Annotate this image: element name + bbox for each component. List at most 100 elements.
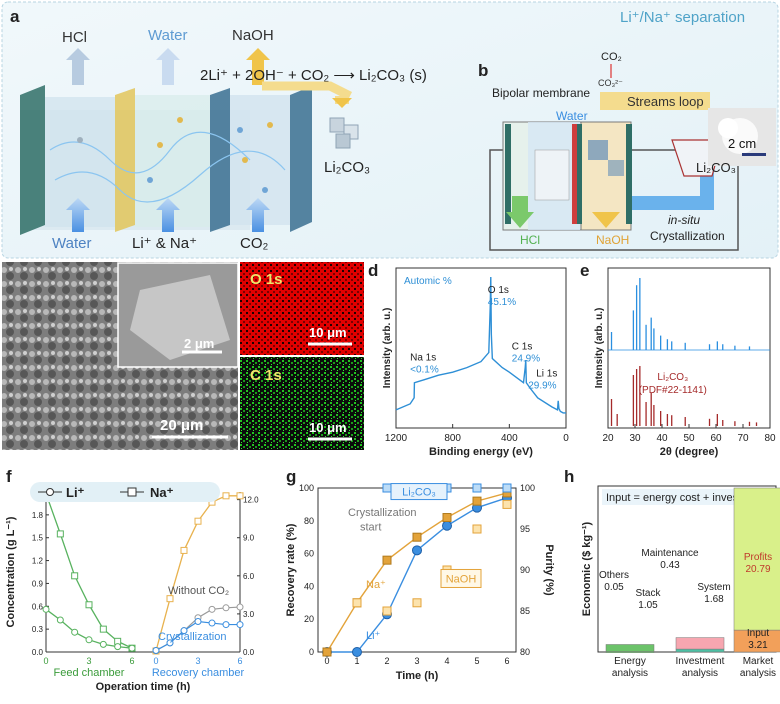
- label-li-na-bottom: Li⁺ & Na⁺: [132, 235, 197, 252]
- label-naoh-top: NaOH: [232, 27, 274, 44]
- e-x-tick-label: 30: [629, 433, 641, 444]
- g-li-point: [352, 647, 362, 657]
- f-left-tick-label: 1.5: [32, 534, 44, 543]
- d-plot-frame: [395, 267, 567, 429]
- c-map-label: C 1s: [250, 367, 282, 384]
- f-left-tick-label: 0.6: [32, 602, 44, 611]
- label-water-top: Water: [148, 27, 187, 44]
- panel-a-device: [20, 85, 312, 235]
- f-rec-x-tick: 6: [237, 656, 242, 666]
- panel-e-letter: e: [580, 261, 589, 280]
- g-li2co3-label: Li₂CO₃: [402, 487, 436, 499]
- label-hcl-top: HCl: [62, 29, 87, 46]
- h-category-label-2: analysis: [612, 668, 648, 679]
- g-y-tick-label: 20: [304, 614, 314, 624]
- g-na-label: Na⁺: [366, 579, 386, 591]
- e-x-tick-label: 50: [683, 433, 695, 444]
- h-category-label-2: analysis: [682, 668, 718, 679]
- d-x-tick-label: 400: [501, 433, 518, 444]
- g-y-right-tick-label: 90: [520, 565, 530, 575]
- label-co2-bottom: CO₂: [240, 235, 269, 252]
- b-cell: [489, 121, 739, 251]
- f-feed-li-point: [114, 643, 122, 651]
- f-feed-label: Feed chamber: [54, 667, 125, 679]
- b-naoh-label: NaOH: [596, 233, 629, 247]
- g-na-point: [412, 532, 422, 542]
- f-recovery-label: Recovery chamber: [152, 667, 245, 679]
- f-feed-li-point: [42, 605, 50, 613]
- f-legend-li-marker: [46, 488, 54, 496]
- o-map: [240, 262, 364, 355]
- b-photo: [708, 108, 776, 166]
- h-label-system-value: 1.68: [704, 594, 724, 605]
- g-x-tick-label: 0: [324, 656, 329, 666]
- f-rec-li-cryst-point: [222, 621, 230, 629]
- b-bipolar-label: Bipolar membrane: [492, 86, 590, 100]
- g-li2co3-point: [382, 483, 392, 493]
- g-x-tick-label: 6: [504, 656, 509, 666]
- g-y-axis-label: Recovery rate (%): [285, 523, 297, 616]
- panel-a-arrows: [66, 48, 353, 232]
- f-rec-na-point: [236, 492, 244, 500]
- g-naoh-point: [382, 606, 392, 616]
- h-label-others: Others: [599, 570, 629, 581]
- sem-inset-scale: 2 μm: [184, 336, 214, 351]
- f-rec-li-without-point: [208, 605, 216, 613]
- o-map-scale: 10 μm: [309, 325, 347, 340]
- d-annotation-c1s: C 1s: [512, 342, 533, 353]
- b-co2-label: CO₂: [601, 51, 622, 63]
- f-right-tick-label: 0.0: [243, 648, 255, 657]
- h-bar-investment-1: [675, 637, 725, 650]
- f-feed-li-point: [99, 640, 107, 648]
- panel-d-letter: d: [368, 261, 378, 280]
- label-li2co3-product: Li₂CO₃: [324, 159, 370, 176]
- b-water-label: Water: [556, 109, 588, 123]
- d-x-tick-label: 0: [563, 433, 569, 444]
- f-feed-li-point: [71, 628, 79, 636]
- f-feed-li-point: [56, 616, 64, 624]
- d-annotation-o1s-pct: 45.1%: [488, 297, 516, 308]
- h-label-maintenance-value: 0.43: [660, 560, 680, 571]
- f-left-tick-label: 0.3: [32, 625, 44, 634]
- f-legend-na-label: Na⁺: [150, 485, 174, 500]
- sem-scale: 20 μm: [160, 417, 203, 434]
- h-label-stack-value: 1.05: [638, 600, 658, 611]
- f-rec-x-tick: 3: [195, 656, 200, 666]
- d-xps-line: [395, 277, 566, 414]
- d-x-tick-label: 800: [444, 433, 461, 444]
- e-x-tick-label: 80: [764, 433, 776, 444]
- h-category-label: Market: [743, 656, 774, 667]
- g-li2co3-point: [472, 483, 482, 493]
- e-x-tick-label: 60: [710, 433, 722, 444]
- h-label-maintenance: Maintenance: [641, 548, 699, 559]
- b-streams-label: Streams loop: [627, 94, 704, 109]
- h-note: Input = energy cost + investment: [606, 492, 766, 504]
- c-map: [240, 357, 364, 450]
- g-li-point: [442, 520, 452, 531]
- g-y-right-tick-label: 80: [520, 647, 530, 657]
- e-x-axis-label: 2θ (degree): [660, 446, 719, 458]
- o-map-label: O 1s: [250, 271, 283, 288]
- g-na-point: [472, 496, 482, 506]
- g-naoh-point: [502, 499, 512, 509]
- f-right-tick-label: 6.0: [243, 572, 255, 581]
- f-rec-li-without-point: [236, 603, 244, 611]
- e-x-tick-label: 70: [737, 433, 749, 444]
- g-li-label: Li⁺: [366, 630, 381, 642]
- f-feed-li-point: [128, 644, 136, 652]
- h-label-profits-value: 20.79: [745, 564, 770, 575]
- g-na-point: [382, 555, 392, 565]
- f-feed-na-point: [99, 625, 107, 633]
- f-feed-na-point: [85, 601, 93, 609]
- h-bar-energy-1: [605, 644, 655, 652]
- e-x-tick-label: 20: [602, 433, 614, 444]
- f-right-tick-label: 3.0: [243, 610, 255, 619]
- g-y-tick-label: 60: [304, 549, 314, 559]
- h-category-label: Investment: [676, 656, 725, 667]
- f-legend-li-label: Li⁺: [66, 485, 85, 500]
- d-annotation-c1s-pct: 24.9%: [512, 354, 540, 365]
- g-na-point: [322, 647, 332, 657]
- f-rec-na-point: [180, 546, 188, 554]
- label-water-bottom: Water: [52, 235, 91, 252]
